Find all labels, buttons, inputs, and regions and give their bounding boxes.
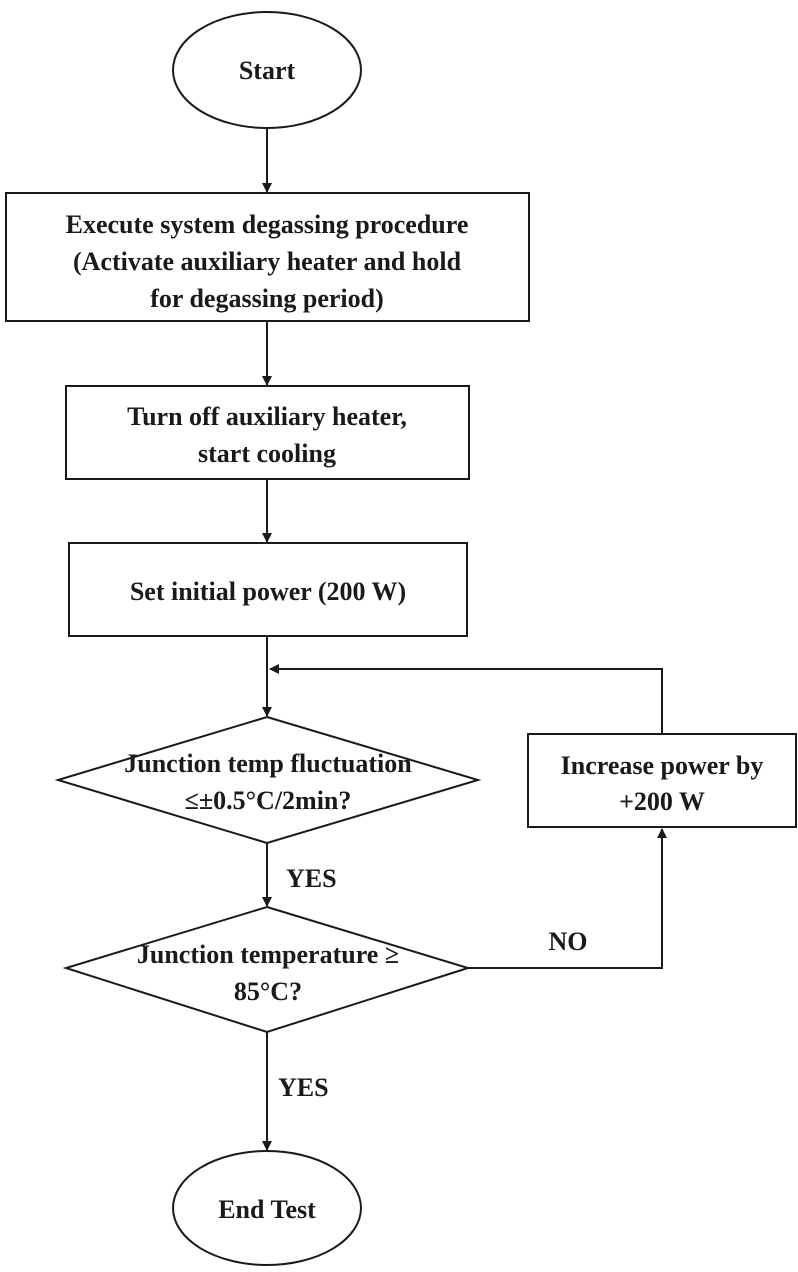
initial-power-label: Set initial power (200 W) [130,577,406,606]
increase-power-line-2: +200 W [619,787,705,816]
cooling-step: Turn off auxiliary heater, start cooling [65,385,470,480]
degassing-step: Execute system degassing procedure (Acti… [5,192,530,322]
fluctuation-line-2: ≤±0.5°C/2min? [185,786,352,815]
initial-power-step: Set initial power (200 W) [68,542,468,637]
start-label: Start [239,56,296,85]
degassing-line-2: (Activate auxiliary heater and hold [73,247,462,276]
arrow-temperature-to-increase [468,828,667,969]
increase-power-line-1: Increase power by [561,751,764,780]
fluctuation-line-1: Junction temp fluctuation [124,749,412,778]
temperature-line-2: 85°C? [234,977,302,1006]
temperature-decision: Junction temperature ≥ 85°C? [62,905,472,1034]
arrow-loop-back [269,664,663,734]
degassing-line-1: Execute system degassing procedure [66,210,469,239]
yes-label-temperature: YES [278,1073,329,1102]
end-label: End Test [218,1195,316,1224]
degassing-line-3: for degassing period) [150,284,384,313]
no-label: NO [549,927,588,956]
temperature-line-1: Junction temperature ≥ [137,940,399,969]
increase-power-step: Increase power by +200 W [527,733,797,828]
end-node: End Test [172,1150,362,1266]
start-node: Start [172,11,362,129]
yes-label-fluctuation: YES [286,864,337,893]
cooling-line-1: Turn off auxiliary heater, [127,402,407,431]
fluctuation-decision: Junction temp fluctuation ≤±0.5°C/2min? [54,715,482,845]
cooling-line-2: start cooling [198,439,336,468]
